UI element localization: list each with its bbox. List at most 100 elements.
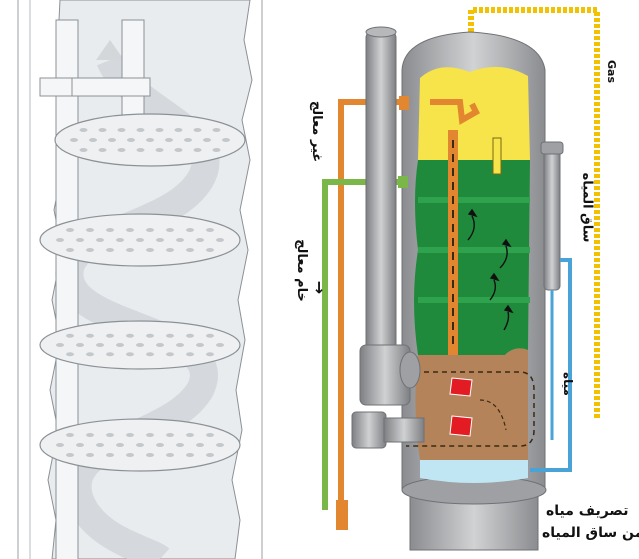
stack-pipe <box>351 26 425 449</box>
tray-hole <box>155 148 164 152</box>
label-gas: Gas <box>605 60 618 83</box>
vessel-cutaway <box>406 66 535 483</box>
label-untreated: غير معالج <box>309 100 325 163</box>
tray-hole <box>108 138 116 142</box>
tray-hole <box>146 248 154 252</box>
tray-hole <box>98 128 107 132</box>
tray-hole <box>186 352 194 357</box>
water-leg <box>530 141 572 472</box>
tray-hole <box>176 443 184 447</box>
tray-hole <box>156 343 164 347</box>
tray-hole <box>193 128 202 132</box>
tray-hole <box>66 453 74 457</box>
tray-hole <box>146 453 154 457</box>
tray-hole <box>116 443 124 447</box>
tray-hole <box>66 333 74 338</box>
tray-hole <box>66 248 74 252</box>
tray-hole <box>136 343 144 347</box>
tray-hole <box>176 343 184 347</box>
tray-hole <box>156 238 164 242</box>
tray-hole <box>56 443 64 447</box>
tray-hole <box>184 138 192 142</box>
tray-hole <box>106 453 114 457</box>
tray-hole <box>166 228 174 232</box>
flame-2 <box>449 415 473 437</box>
tray-hole <box>76 238 84 242</box>
tray-hole <box>206 433 214 437</box>
label-drain-line2: من ساق المياه <box>542 525 639 541</box>
tray-hole <box>76 343 84 347</box>
tray-hole <box>206 352 214 357</box>
tray-hole <box>106 433 114 437</box>
tray-hole <box>206 228 214 232</box>
tray-hole <box>166 453 174 457</box>
tray-hole <box>186 248 194 252</box>
tray-hole <box>98 148 107 152</box>
tray-hole <box>79 128 88 132</box>
tray-hole <box>106 352 114 357</box>
tray-hole <box>79 148 88 152</box>
tray-hole <box>86 453 94 457</box>
tray-hole <box>96 238 104 242</box>
tray-hole <box>212 128 221 132</box>
tray-hole <box>89 138 97 142</box>
tray-hole <box>126 453 134 457</box>
tray-hole <box>126 248 134 252</box>
tray-hole <box>222 138 230 142</box>
label-drain-line1: تصريف مياه <box>546 503 629 519</box>
tray-hole <box>106 248 114 252</box>
tray-hole <box>96 443 104 447</box>
tray-hole <box>193 148 202 152</box>
tray-hole <box>66 228 74 232</box>
tray-hole <box>203 138 211 142</box>
tray-hole <box>126 352 134 357</box>
tray-hole <box>117 148 126 152</box>
label-water: مياه <box>560 372 575 396</box>
tray-hole <box>56 343 64 347</box>
tray-hole <box>165 138 173 142</box>
tray-hole <box>66 352 74 357</box>
tray-hole <box>174 148 183 152</box>
tray-hole <box>146 138 154 142</box>
tray-hole <box>127 138 135 142</box>
tray-hole <box>186 433 194 437</box>
tray-hole <box>136 238 144 242</box>
tray-hole <box>86 248 94 252</box>
tray-hole <box>117 128 126 132</box>
tray-hole <box>106 228 114 232</box>
tray-hole <box>216 238 224 242</box>
tray-hole <box>86 352 94 357</box>
tray-hole <box>186 228 194 232</box>
tray-hole <box>56 238 64 242</box>
tray-hole <box>166 352 174 357</box>
tray-hole <box>186 453 194 457</box>
tray-hole <box>146 352 154 357</box>
tray-hole <box>186 333 194 338</box>
tray-hole <box>212 148 221 152</box>
tray-hole <box>86 433 94 437</box>
tray-hole <box>96 343 104 347</box>
tray-hole <box>176 238 184 242</box>
tray-hole <box>136 128 145 132</box>
tray-hole <box>216 443 224 447</box>
tray-hole <box>86 228 94 232</box>
label-water-leg: ساق المياه <box>579 172 595 243</box>
tray-hole <box>196 443 204 447</box>
arrow-down-icon: → <box>310 280 330 295</box>
tray-holes <box>56 128 230 457</box>
tray-hole <box>155 128 164 132</box>
label-treated-crude: خام معالج <box>293 239 309 302</box>
tray-hole <box>70 138 78 142</box>
tray-hole <box>146 333 154 338</box>
tray-hole <box>116 238 124 242</box>
tray-hole <box>146 228 154 232</box>
tray-hole <box>196 343 204 347</box>
tray-hole <box>66 433 74 437</box>
tray-hole <box>196 238 204 242</box>
tray-hole <box>174 128 183 132</box>
tray-hole <box>206 333 214 338</box>
tray-hole <box>116 343 124 347</box>
tray-hole <box>136 148 145 152</box>
tray-hole <box>206 453 214 457</box>
